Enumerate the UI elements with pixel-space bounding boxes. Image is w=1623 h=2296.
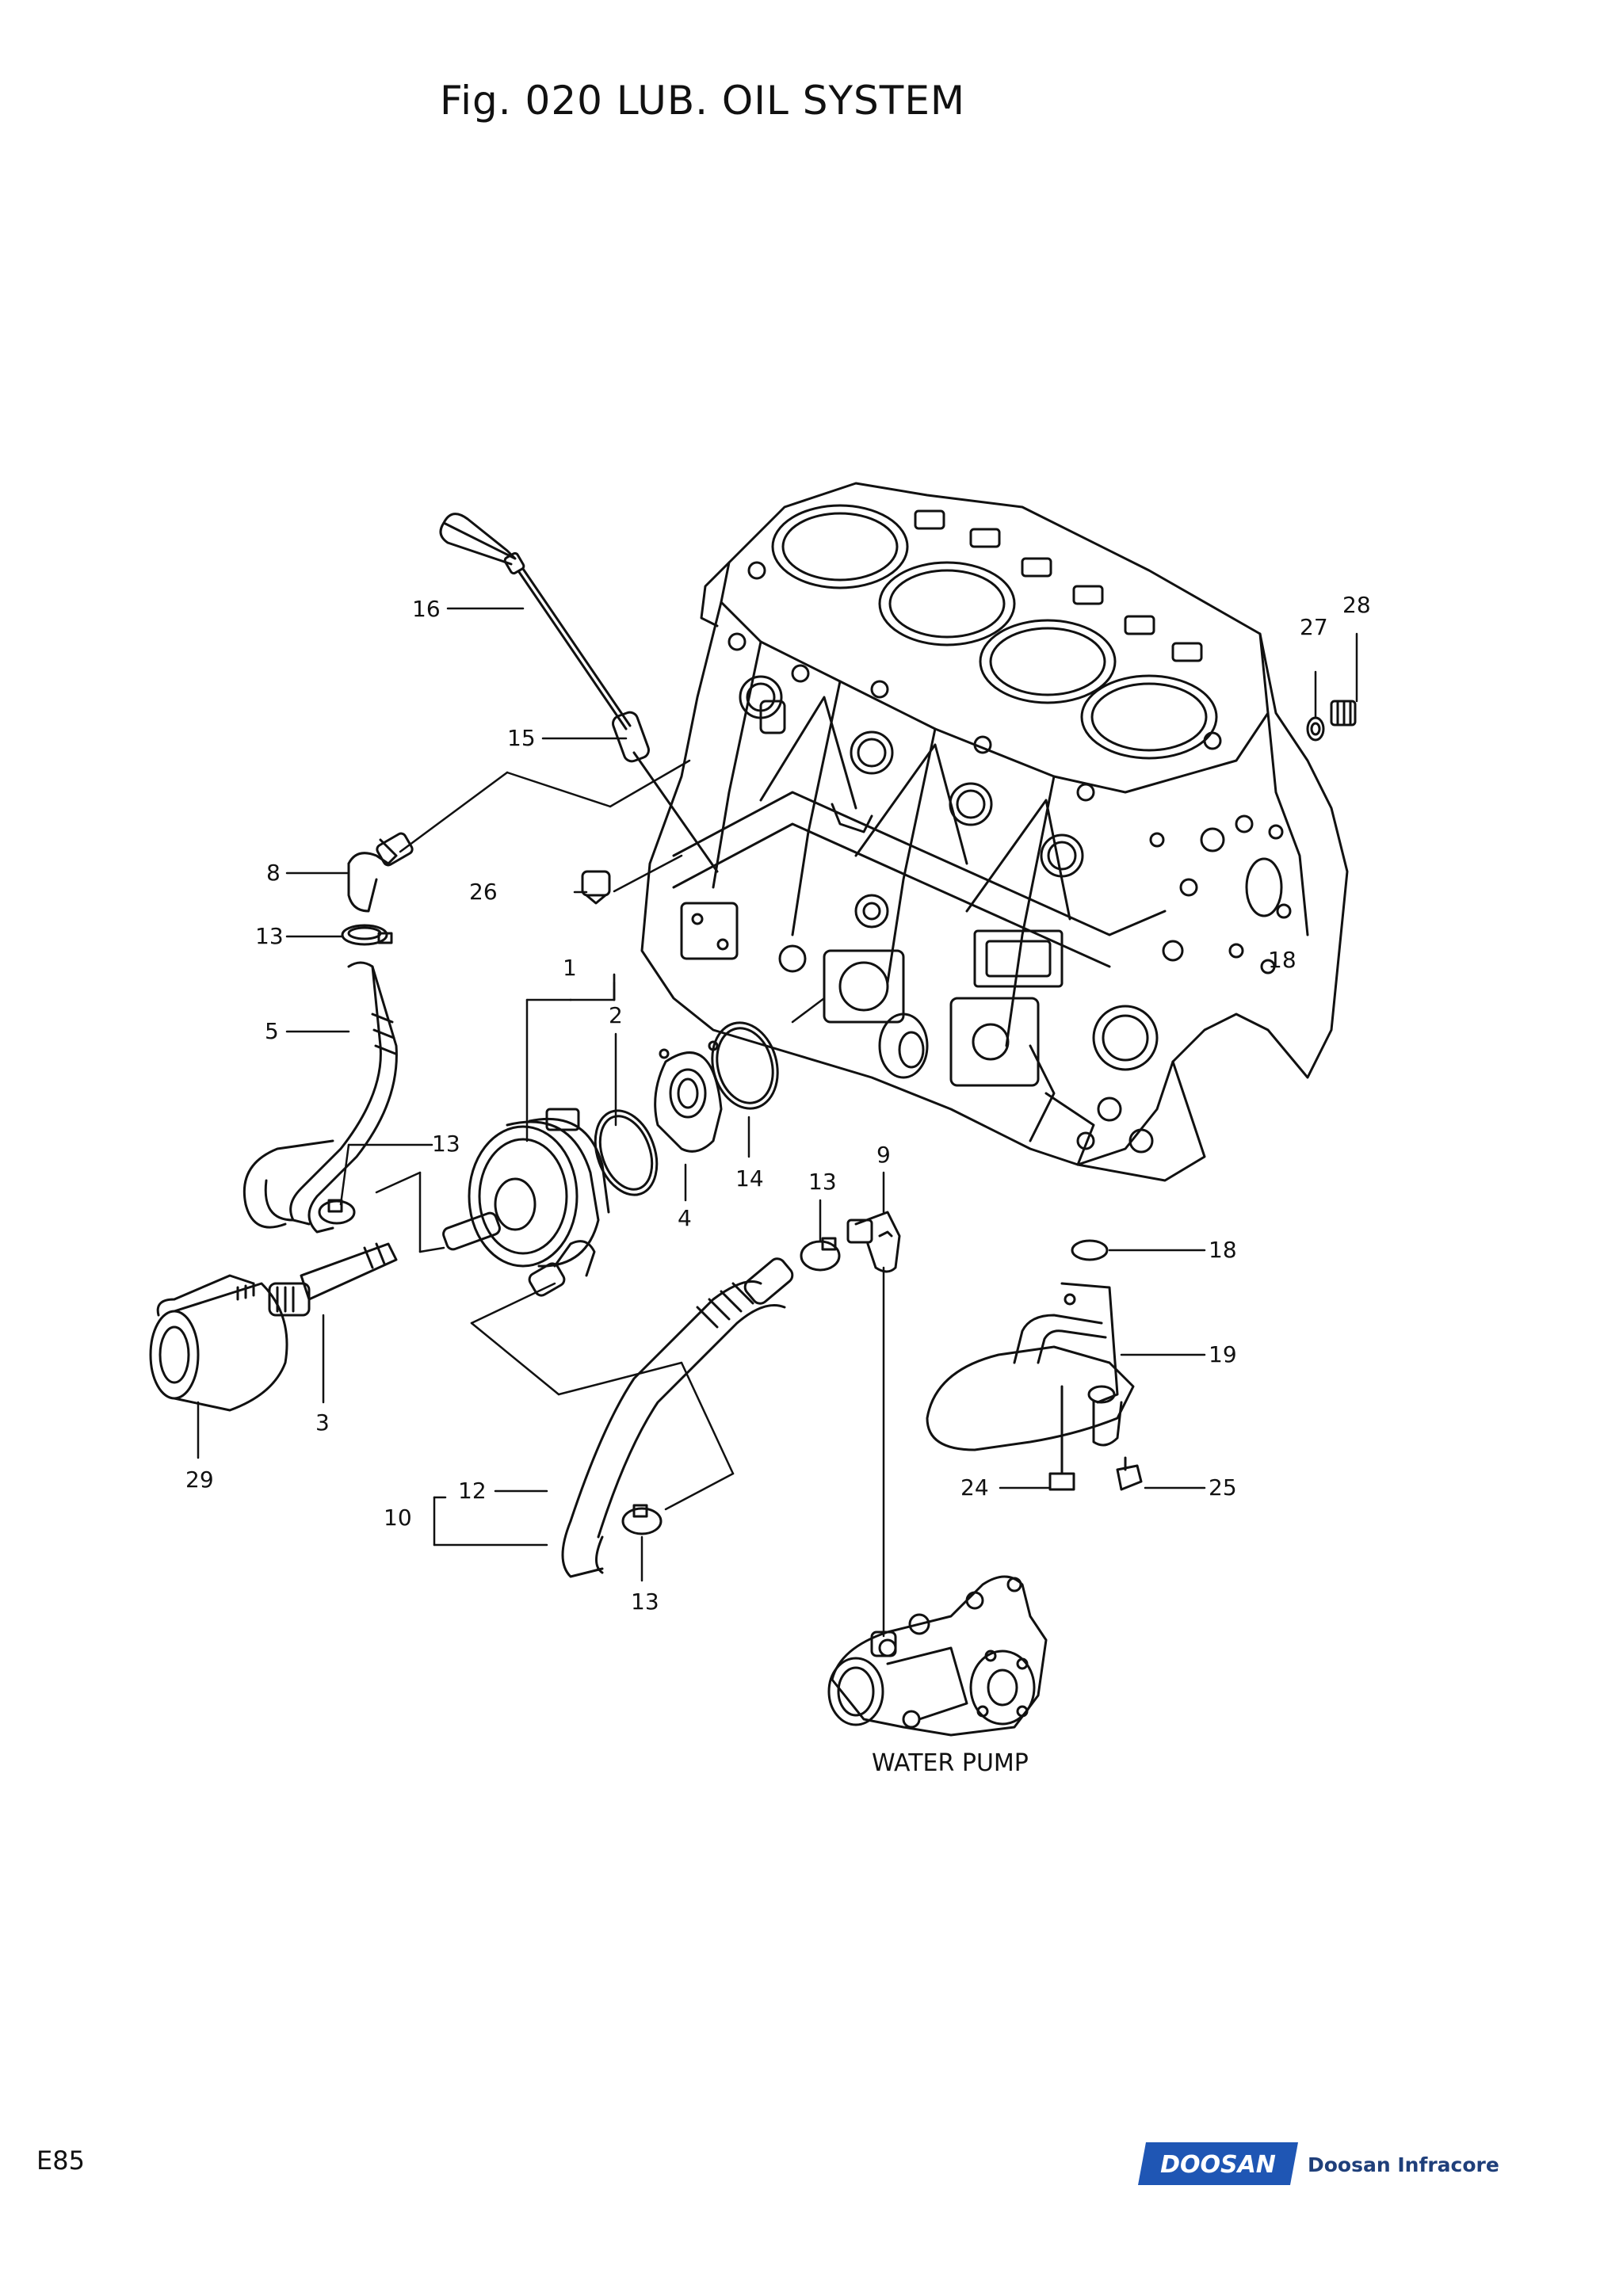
callout-12: 12 [458, 1478, 487, 1504]
callout-29: 29 [185, 1466, 214, 1493]
elbow-fitting [347, 832, 414, 913]
callout-13-lower: 13 [631, 1589, 659, 1615]
oil-filter [149, 1274, 288, 1412]
callout-1: 1 [563, 955, 577, 981]
elbow-fitting-9 [846, 1211, 901, 1273]
dipstick [439, 513, 632, 730]
callout-13-center: 13 [808, 1169, 837, 1195]
callout-18-oring: 18 [1209, 1237, 1237, 1263]
callout-4: 4 [678, 1205, 692, 1231]
cylinder-block [640, 482, 1349, 1182]
o-ring-2 [594, 1109, 659, 1196]
callout-13-middle: 13 [432, 1131, 460, 1157]
page-code: E85 [36, 2145, 85, 2176]
callout-8: 8 [266, 860, 281, 886]
callout-26: 26 [469, 879, 498, 905]
oil-cooler [442, 1108, 610, 1297]
doosan-logo: DOOSAN [1138, 2142, 1298, 2185]
callout-10: 10 [384, 1505, 412, 1531]
hose-clamp-center [800, 1237, 841, 1272]
oil-pressure-switch [581, 870, 611, 905]
water-pump [827, 1575, 1048, 1737]
dipstick-guide [612, 711, 719, 873]
callout-9: 9 [876, 1142, 891, 1168]
bolt-24 [1048, 1385, 1075, 1491]
callout-16: 16 [412, 596, 441, 622]
gasket-14 [711, 1021, 779, 1110]
o-ring-18 [1071, 1239, 1109, 1261]
hose-clamp-lower-left [318, 1199, 356, 1225]
callout-2: 2 [609, 1002, 623, 1028]
callout-19: 19 [1209, 1341, 1237, 1367]
callout-18-block: 18 [1268, 947, 1296, 973]
washer-27 [1306, 716, 1325, 742]
page-title: Fig. 020 LUB. OIL SYSTEM [440, 78, 966, 124]
leader-lines [197, 607, 1358, 1638]
callout-13-upper: 13 [255, 923, 284, 949]
oil-pipe-lower [561, 1257, 794, 1578]
callout-24: 24 [960, 1474, 989, 1501]
callout-15: 15 [507, 725, 536, 751]
callout-5: 5 [265, 1018, 279, 1044]
water-pump-label: WATER PUMP [872, 1749, 1029, 1777]
oil-strainer [926, 1282, 1135, 1451]
plug-28 [1330, 700, 1357, 727]
callout-28: 28 [1342, 592, 1371, 618]
connector-bolt-3 [268, 1242, 398, 1317]
hose-clamp-upper [341, 924, 393, 946]
callout-3: 3 [315, 1409, 330, 1436]
company-name: Doosan Infracore [1308, 2153, 1499, 2176]
callout-27: 27 [1300, 614, 1328, 640]
bolt-25 [1116, 1456, 1143, 1491]
oil-hose-5 [242, 961, 398, 1234]
logo-text: DOOSAN [1160, 2151, 1276, 2179]
callout-25: 25 [1209, 1474, 1237, 1501]
hose-clamp-lower-right [621, 1504, 663, 1535]
callout-14: 14 [735, 1165, 764, 1192]
